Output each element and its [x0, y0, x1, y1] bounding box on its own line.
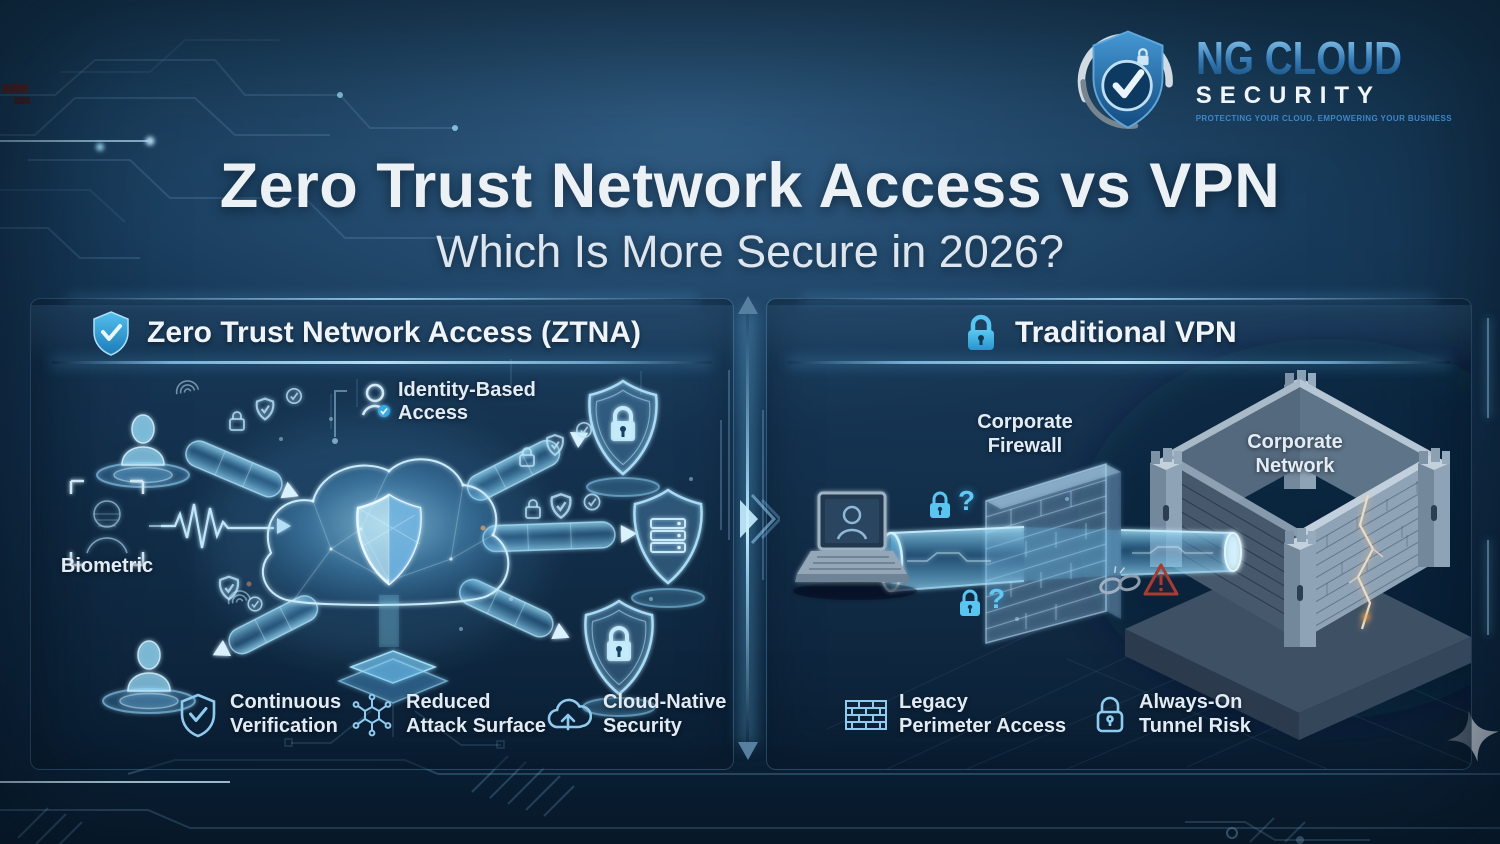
panel-divider — [720, 296, 780, 760]
crack-lightning-graphic — [1348, 494, 1384, 630]
warning-triangle-icon — [1143, 563, 1179, 596]
biometric-scan-icon — [69, 479, 145, 567]
arrow-up-icon — [738, 296, 758, 314]
brick-wall-icon — [845, 699, 887, 730]
user-avatar-icon — [96, 414, 190, 488]
vpn-panel-header: Traditional VPN — [767, 305, 1471, 364]
cloud-shield-icon — [356, 493, 422, 586]
ztna-panel-title: Zero Trust Network Access (ZTNA) — [147, 316, 641, 349]
identity-icon — [361, 383, 390, 417]
biometric-label: Biometric — [60, 555, 154, 577]
ztna-panel-header: Zero Trust Network Access (ZTNA) — [31, 305, 733, 364]
logo-shield-icon — [1077, 30, 1173, 129]
logo-tagline: PROTECTING YOUR CLOUD. EMPOWERING YOUR B… — [1195, 114, 1452, 124]
shield-check-icon — [180, 693, 216, 737]
lock-icon — [930, 491, 950, 518]
shield-check-icon — [93, 311, 129, 356]
identity-access-label: Identity-Based Access — [398, 379, 536, 424]
logo-subname: SECURITY — [1195, 82, 1382, 110]
ztna-panel: Zero Trust Network Access (ZTNA) — [30, 298, 734, 770]
attack-surface-icon — [352, 693, 392, 736]
page-title: Zero Trust Network Access vs VPN — [219, 151, 1281, 221]
shield-lock-icon — [586, 379, 660, 497]
vpn-panel: Traditional VPN — [766, 298, 1472, 770]
circuit-lines — [284, 359, 642, 749]
arrow-down-icon — [738, 742, 758, 760]
laptop-icon — [793, 491, 917, 600]
fingerprint-icon — [175, 380, 200, 395]
feature-reduced-attack-surface: Reduced Attack Surface — [349, 691, 546, 738]
edge-accent-line — [1487, 318, 1489, 418]
feature-always-on-tunnel: Always-On Tunnel Risk — [1092, 691, 1251, 738]
lock-icon — [960, 589, 980, 616]
divider-line — [746, 314, 749, 742]
corporate-firewall-label: Corporate Firewall — [977, 411, 1073, 457]
page-subtitle: Which Is More Secure in 2026? — [436, 226, 1064, 277]
edge-accent-line — [1487, 540, 1489, 635]
vpn-illustration — [793, 339, 1471, 769]
broken-chain-icon — [1099, 566, 1141, 595]
user-avatar-icon — [102, 640, 196, 714]
vpn-panel-title: Traditional VPN — [1015, 316, 1237, 349]
shield-lock-icon — [582, 599, 656, 717]
cloud-icon — [261, 458, 510, 606]
lock-question-icon: ? — [927, 487, 975, 521]
pedestal-graphic — [337, 595, 449, 704]
lock-icon — [968, 314, 994, 350]
corporate-network-label: Corporate Network — [1247, 431, 1343, 477]
feature-legacy-perimeter: Legacy Perimeter Access — [844, 691, 1066, 738]
shield-server-icon — [631, 488, 705, 608]
logo-name: NG CLOUD — [1195, 31, 1402, 84]
cloud-icon — [547, 698, 592, 730]
lock-question-icon: ? — [957, 585, 1005, 619]
lock-icon — [1096, 696, 1124, 732]
feature-continuous-verification: Continuous Verification — [177, 691, 341, 738]
ztna-illustration — [69, 359, 705, 749]
brand-logo: NG CLOUD SECURITY PROTECTING YOUR CLOUD.… — [1072, 24, 1452, 136]
feature-cloud-native-security: Cloud-Native Security — [544, 691, 726, 738]
